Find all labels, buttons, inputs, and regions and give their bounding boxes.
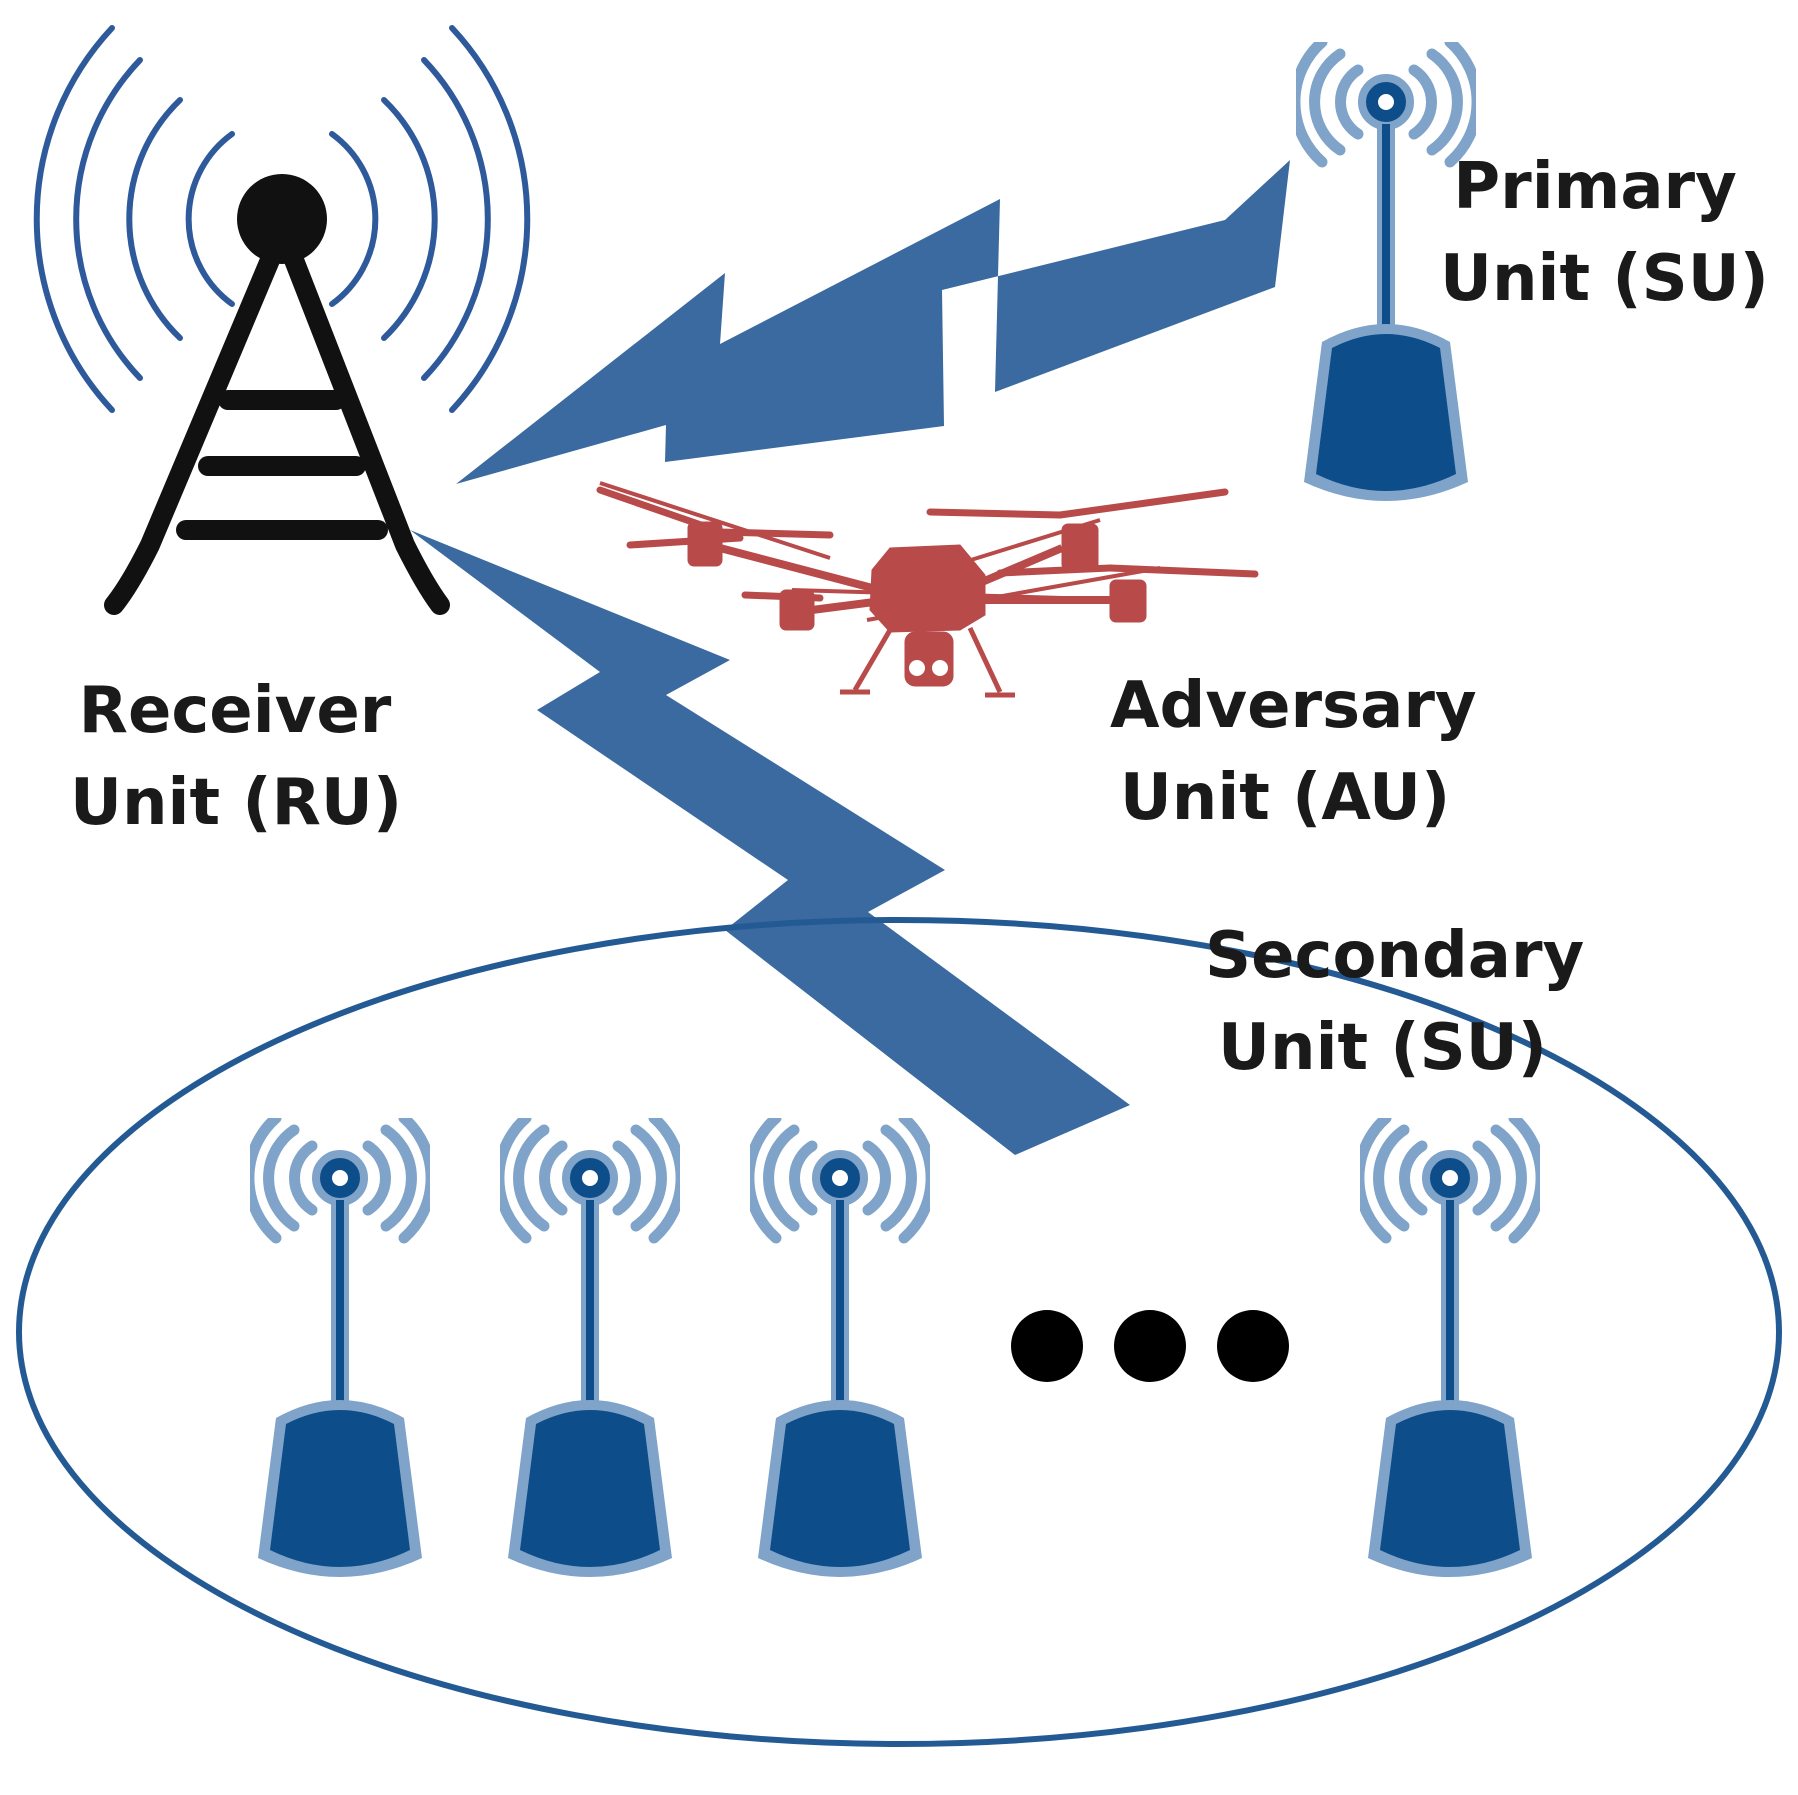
secondary-wireless-unit-icon — [499, 1118, 681, 1577]
signal-bolt-primary — [456, 160, 1290, 484]
adversary-unit-label: Adversary Unit (AU) — [1110, 660, 1477, 844]
adversary-label-line2: Unit (AU) — [1119, 761, 1451, 835]
secondary-label-line2: Unit (SU) — [1218, 1011, 1547, 1085]
secondary-cluster-boundary — [16, 917, 1782, 1747]
ellipsis-dots-icon — [1011, 1310, 1289, 1382]
secondary-label-line1: Secondary — [1205, 919, 1585, 993]
primary-label-line1: Primary — [1453, 150, 1737, 224]
adversary-label-line1: Adversary — [1110, 669, 1477, 743]
secondary-wireless-unit-icon — [749, 1118, 931, 1577]
signal-bolt-secondary — [410, 530, 1130, 1155]
receiver-label-line2: Unit (RU) — [70, 766, 403, 840]
secondary-unit-label: Secondary Unit (SU) — [1205, 910, 1585, 1094]
primary-label-line2: Unit (SU) — [1440, 242, 1769, 316]
receiver-unit-label: Receiver Unit (RU) — [70, 665, 403, 849]
primary-unit-label: Primary Unit (SU) — [1440, 141, 1769, 325]
secondary-wireless-unit-icon — [249, 1118, 431, 1577]
antenna-tower-icon — [33, 25, 531, 615]
secondary-wireless-unit-icon — [1359, 1118, 1541, 1577]
receiver-label-line1: Receiver — [78, 674, 392, 748]
drone-icon — [596, 481, 1259, 698]
